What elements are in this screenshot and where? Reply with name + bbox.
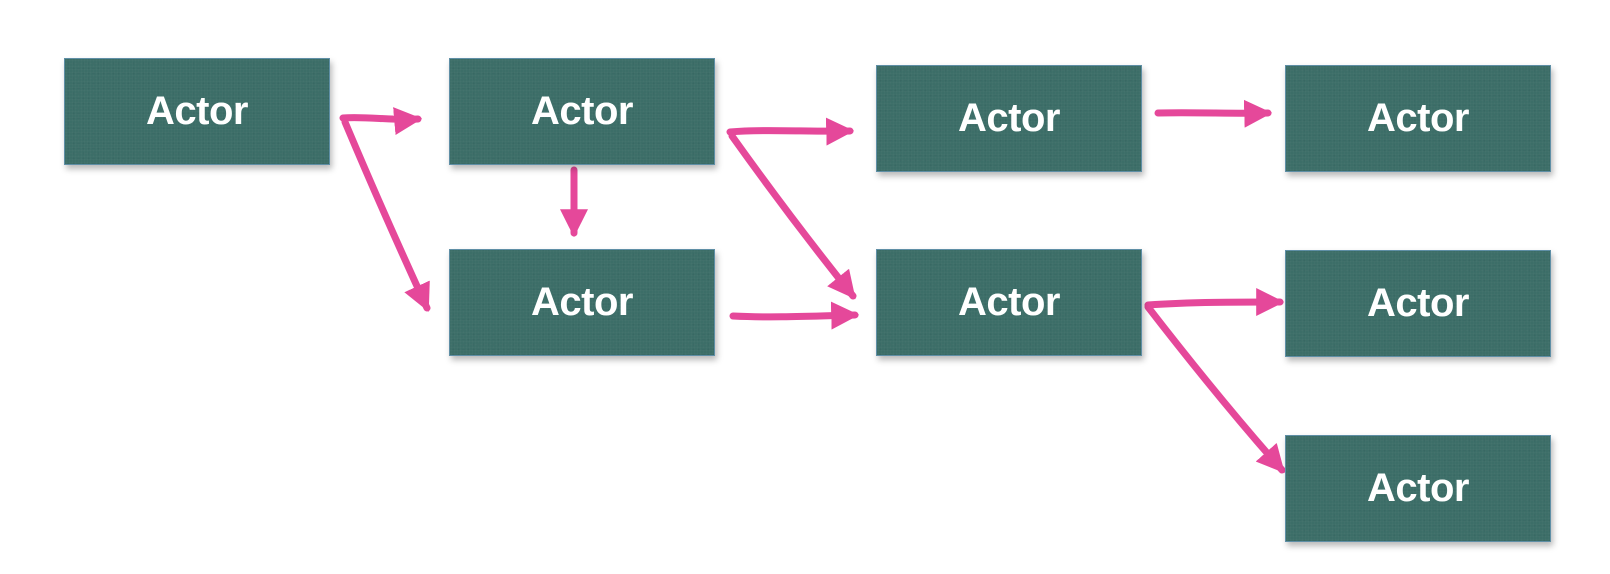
actor-label: Actor [958, 96, 1060, 140]
arrow-actor-1-to-actor-3 [341, 118, 431, 312]
arrow-actor-2-to-actor-4 [726, 117, 855, 146]
actor-node-6: Actor [1285, 65, 1551, 172]
actor-node-4: Actor [876, 65, 1142, 172]
actor-label: Actor [1367, 466, 1469, 510]
actor-label: Actor [958, 280, 1060, 324]
arrow-actor-5-to-actor-8 [1144, 303, 1286, 474]
actor-label: Actor [531, 89, 633, 133]
actor-label: Actor [1367, 281, 1469, 325]
actor-label: Actor [531, 280, 633, 324]
actor-node-7: Actor [1285, 250, 1551, 357]
arrow-actor-2-to-actor-5 [728, 132, 857, 300]
arrow-actor-1-to-actor-2 [339, 107, 423, 136]
actor-label: Actor [1367, 96, 1469, 140]
actor-node-1: Actor [64, 58, 330, 165]
actor-label: Actor [146, 89, 248, 133]
arrow-actor-3-to-actor-5 [729, 301, 860, 330]
actor-node-3: Actor [449, 249, 715, 356]
actor-node-8: Actor [1285, 435, 1551, 542]
actor-node-2: Actor [449, 58, 715, 165]
arrow-actor-5-to-actor-7 [1144, 288, 1285, 317]
actor-node-5: Actor [876, 249, 1142, 356]
arrow-actor-4-to-actor-6 [1154, 99, 1273, 128]
